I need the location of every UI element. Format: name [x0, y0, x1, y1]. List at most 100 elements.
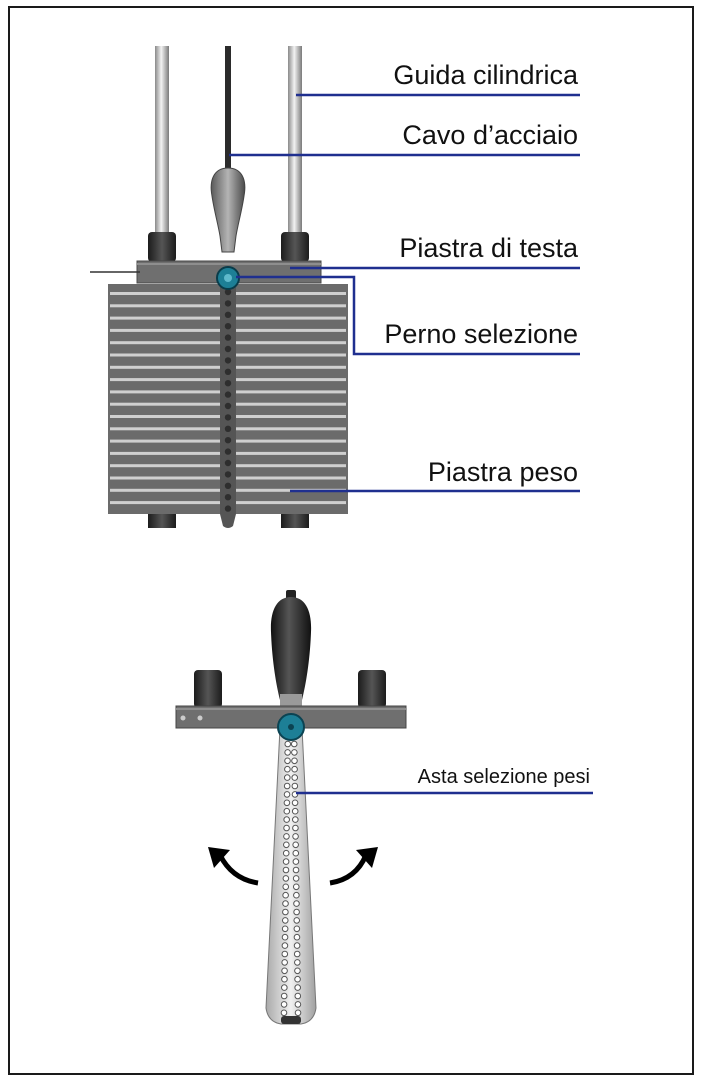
bar-hole — [281, 917, 289, 924]
stack-hole — [224, 345, 232, 353]
bar-hole — [293, 950, 301, 958]
stack-hole — [224, 300, 232, 307]
guide-rod-right — [288, 46, 302, 236]
label-cavo-acciaio: Cavo d’acciaio — [402, 120, 578, 150]
stack-hole — [224, 323, 232, 330]
handle-collar — [280, 694, 302, 706]
bar-hole — [292, 883, 300, 891]
bar-hole — [281, 984, 288, 991]
cable-handle — [210, 167, 246, 253]
bar-hole — [294, 975, 301, 983]
stack-hole — [224, 357, 232, 364]
bar-hole — [282, 900, 289, 907]
bar-end-cap — [281, 1016, 301, 1024]
bar-hole — [291, 799, 299, 807]
stack-hole — [224, 482, 232, 489]
curved-arrow-right-icon — [329, 847, 378, 886]
screw-1 — [180, 715, 186, 721]
bar-hole — [283, 799, 291, 807]
label-guida-cilindrica: Guida cilindrica — [393, 60, 578, 90]
bar-hole — [283, 807, 291, 815]
bar-hole — [284, 740, 292, 748]
stack-hole — [224, 459, 232, 467]
bar-hole — [293, 917, 301, 924]
bar-hole — [294, 1009, 302, 1017]
bar-hole — [282, 891, 289, 899]
bar-hole — [281, 942, 289, 949]
weight-selector-bar — [265, 727, 317, 1025]
bar-hole — [290, 740, 298, 748]
bar-hole — [281, 975, 288, 983]
label-asta-selezione-pesi: Asta selezione pesi — [417, 766, 590, 788]
bar-hole — [282, 858, 290, 865]
guide-rod-left — [155, 46, 169, 236]
selection-pin-center — [224, 274, 232, 282]
bar-hole — [283, 816, 290, 823]
bar-hole — [291, 782, 299, 790]
stack-hole — [224, 402, 232, 410]
label-piastra-peso: Piastra peso — [427, 457, 578, 487]
bar-hole — [283, 824, 290, 832]
leader-perno — [236, 275, 580, 356]
bar-hole — [281, 959, 288, 966]
bar-hole — [283, 833, 290, 840]
bar-hole — [283, 774, 291, 781]
label-piastra-di-testa: Piastra di testa — [399, 233, 578, 263]
stack-hole — [224, 368, 232, 375]
curved-arrow-left-icon — [208, 847, 259, 886]
bar-hole — [292, 875, 300, 882]
stack-hole — [224, 425, 232, 432]
collar-right — [281, 232, 309, 262]
stack-hole — [224, 380, 232, 387]
bar-hole — [284, 765, 291, 773]
bar-hole — [293, 900, 300, 907]
stack-hole — [224, 505, 232, 512]
bar-hole — [291, 774, 299, 781]
bar-hole — [281, 950, 289, 958]
bar-hole — [294, 984, 301, 991]
bar-hole — [291, 749, 298, 756]
selector-bar-holes — [280, 740, 302, 1017]
bar-hole — [282, 883, 290, 891]
bar-hole — [294, 1001, 302, 1008]
bar-hole — [283, 841, 290, 849]
top-assembly — [90, 46, 348, 528]
bar-hole — [283, 782, 291, 790]
bar-hole — [280, 1009, 288, 1017]
pivot-pin-center — [288, 724, 294, 730]
bar-hole — [282, 866, 290, 874]
bar-hole — [294, 967, 301, 975]
selector-rod-channel — [220, 284, 236, 514]
bar-hole — [283, 791, 291, 798]
stack-hole — [224, 414, 232, 421]
stack-hole — [224, 448, 232, 455]
bar-hole — [293, 933, 301, 941]
stack-hole — [224, 391, 232, 398]
bar-hole — [291, 807, 299, 815]
stack-hole — [224, 334, 232, 341]
screw-2 — [197, 715, 203, 721]
steel-cable — [225, 46, 231, 171]
bar-hole — [292, 824, 299, 832]
stack-hole — [224, 288, 232, 296]
bar-hole — [284, 749, 291, 756]
bar-hole — [292, 849, 300, 857]
bar-hole — [280, 992, 288, 1000]
bar-hole — [293, 908, 300, 916]
bar-hole — [282, 849, 290, 857]
bar-hole — [292, 866, 300, 874]
bar-hole — [292, 858, 300, 865]
bar-hole — [292, 833, 299, 840]
bar-hole — [293, 942, 301, 949]
bar-hole — [293, 925, 301, 933]
bar-hole — [282, 908, 289, 916]
selector-holes — [224, 288, 232, 512]
bar-hole — [291, 757, 298, 765]
bar-hole — [281, 925, 289, 933]
bar-hole — [291, 765, 298, 773]
leader-lines-top — [229, 93, 580, 493]
stack-hole — [224, 437, 232, 444]
stack-hole — [224, 471, 232, 478]
stack-hole — [224, 494, 232, 501]
